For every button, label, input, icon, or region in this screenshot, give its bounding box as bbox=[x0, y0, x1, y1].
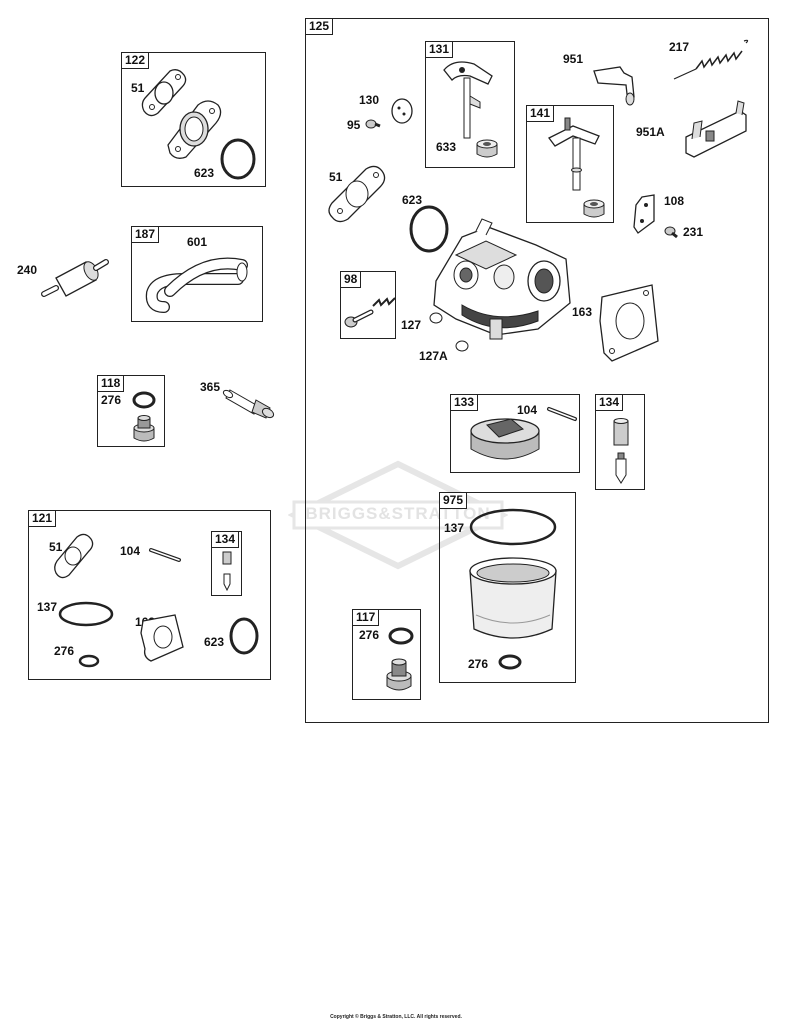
washer-part bbox=[78, 654, 100, 668]
o-ring-part bbox=[58, 601, 114, 627]
ref-number: 623 bbox=[402, 193, 423, 207]
float-bowl-part bbox=[469, 557, 557, 639]
group-141-box: 141 bbox=[526, 105, 614, 223]
ref-number: 137 bbox=[444, 521, 465, 535]
carburetor-body-part bbox=[433, 218, 571, 340]
ref-number: 51 bbox=[329, 170, 343, 184]
gasket-part bbox=[599, 284, 659, 362]
group-131-box: 131 633 bbox=[425, 41, 515, 168]
group-tag: 118 bbox=[97, 375, 125, 392]
group-tag: 122 bbox=[121, 52, 150, 69]
welch-plug-part bbox=[429, 312, 443, 324]
ref-number: 108 bbox=[664, 194, 685, 208]
pin-part bbox=[149, 548, 181, 562]
governor-spring-part bbox=[673, 39, 749, 80]
ref-number: 951 bbox=[563, 52, 584, 66]
hollow-bolt-part bbox=[222, 389, 275, 419]
ref-number: 217 bbox=[669, 40, 690, 54]
gasket-part bbox=[141, 69, 187, 117]
ref-number: 130 bbox=[359, 93, 380, 107]
ref-number: 104 bbox=[120, 544, 141, 558]
ref-number: 276 bbox=[359, 628, 380, 642]
ref-number: 95 bbox=[347, 118, 361, 132]
ref-number: 633 bbox=[436, 140, 457, 154]
ref-number: 137 bbox=[37, 600, 58, 614]
throttle-lever-part bbox=[593, 66, 635, 106]
ref-number: 51 bbox=[49, 540, 63, 554]
ref-number: 231 bbox=[683, 225, 704, 239]
ref-number: 276 bbox=[54, 644, 75, 658]
bowl-bolt-part bbox=[386, 658, 412, 691]
briggs-stratton-watermark bbox=[288, 460, 508, 570]
ref-number: 601 bbox=[187, 235, 208, 249]
gasket-part bbox=[140, 614, 184, 662]
bowl-bolt-part bbox=[133, 415, 155, 442]
group-tag: 133 bbox=[450, 394, 479, 411]
group-122-box: 122 51 623 bbox=[121, 52, 266, 187]
ref-number: 127A bbox=[419, 349, 448, 363]
needle-seat-part bbox=[613, 418, 629, 484]
group-tag: 121 bbox=[28, 510, 57, 527]
copyright-footer: Copyright © Briggs & Stratton, LLC. All … bbox=[330, 1014, 462, 1020]
o-ring-part bbox=[409, 205, 449, 253]
group-98-box: 98 bbox=[340, 271, 396, 339]
fuel-filter-part bbox=[41, 259, 109, 297]
ref-number: 276 bbox=[468, 657, 489, 671]
ref-number: 51 bbox=[131, 81, 145, 95]
fuel-line-part bbox=[145, 257, 248, 313]
ref-number: 104 bbox=[517, 403, 538, 417]
float-part bbox=[470, 418, 540, 460]
throttle-shaft-part bbox=[548, 117, 600, 191]
o-ring-part bbox=[220, 138, 256, 180]
gasket-part bbox=[328, 165, 386, 223]
group-975-box: 975 137 276 bbox=[439, 492, 576, 683]
screw-part bbox=[664, 226, 678, 239]
ref-number: 951A bbox=[636, 125, 665, 139]
screw-part bbox=[365, 119, 381, 129]
group-117-box: 117 276 bbox=[352, 609, 421, 700]
gasket-part bbox=[54, 533, 94, 579]
group-tag: 131 bbox=[425, 41, 454, 58]
choke-plate-part bbox=[391, 98, 413, 124]
control-bracket-part bbox=[685, 100, 747, 158]
welch-plug-part bbox=[455, 340, 469, 352]
o-ring-part bbox=[469, 508, 557, 546]
idle-screw-spring-part bbox=[344, 297, 396, 328]
ref-number-365: 365 bbox=[200, 380, 221, 394]
group-tag: 187 bbox=[131, 226, 160, 243]
ref-number: 623 bbox=[204, 635, 225, 649]
washer-part bbox=[132, 391, 156, 409]
ref-number: 127 bbox=[401, 318, 422, 332]
ref-number: 163 bbox=[572, 305, 593, 319]
needle-seat-part bbox=[222, 551, 232, 592]
group-tag: 98 bbox=[340, 271, 362, 288]
pin-part bbox=[547, 407, 577, 421]
group-134-box: 134 bbox=[595, 394, 645, 490]
bushing-part bbox=[476, 139, 498, 158]
washer-part bbox=[388, 627, 414, 645]
group-tag: 141 bbox=[526, 105, 555, 122]
ref-number: 623 bbox=[194, 166, 215, 180]
intake-adapter-part bbox=[167, 100, 222, 159]
group-187-box: 187 601 bbox=[131, 226, 263, 322]
bracket-plate-part bbox=[633, 194, 655, 234]
group-tag: 975 bbox=[439, 492, 468, 509]
group-tag: 117 bbox=[352, 609, 380, 626]
group-133-box: 133 104 bbox=[450, 394, 580, 473]
group-118-box: 118 276 bbox=[97, 375, 165, 447]
washer-part bbox=[498, 654, 522, 670]
group-tag: 134 bbox=[595, 394, 624, 411]
bushing-part bbox=[583, 199, 605, 218]
ref-number-240: 240 bbox=[17, 263, 38, 277]
group-125-box: 125 130 95 51 623 951 217 951A 108 231 1… bbox=[305, 18, 769, 723]
choke-shaft-part bbox=[443, 61, 493, 139]
o-ring-part bbox=[229, 617, 259, 655]
group-121-box: 121 51 104 137 163 276 623 134 bbox=[28, 510, 271, 680]
group-134-sub-box: 134 bbox=[211, 531, 242, 596]
ref-number: 276 bbox=[101, 393, 122, 407]
group-tag: 125 bbox=[305, 18, 334, 35]
group-tag: 134 bbox=[211, 531, 240, 548]
